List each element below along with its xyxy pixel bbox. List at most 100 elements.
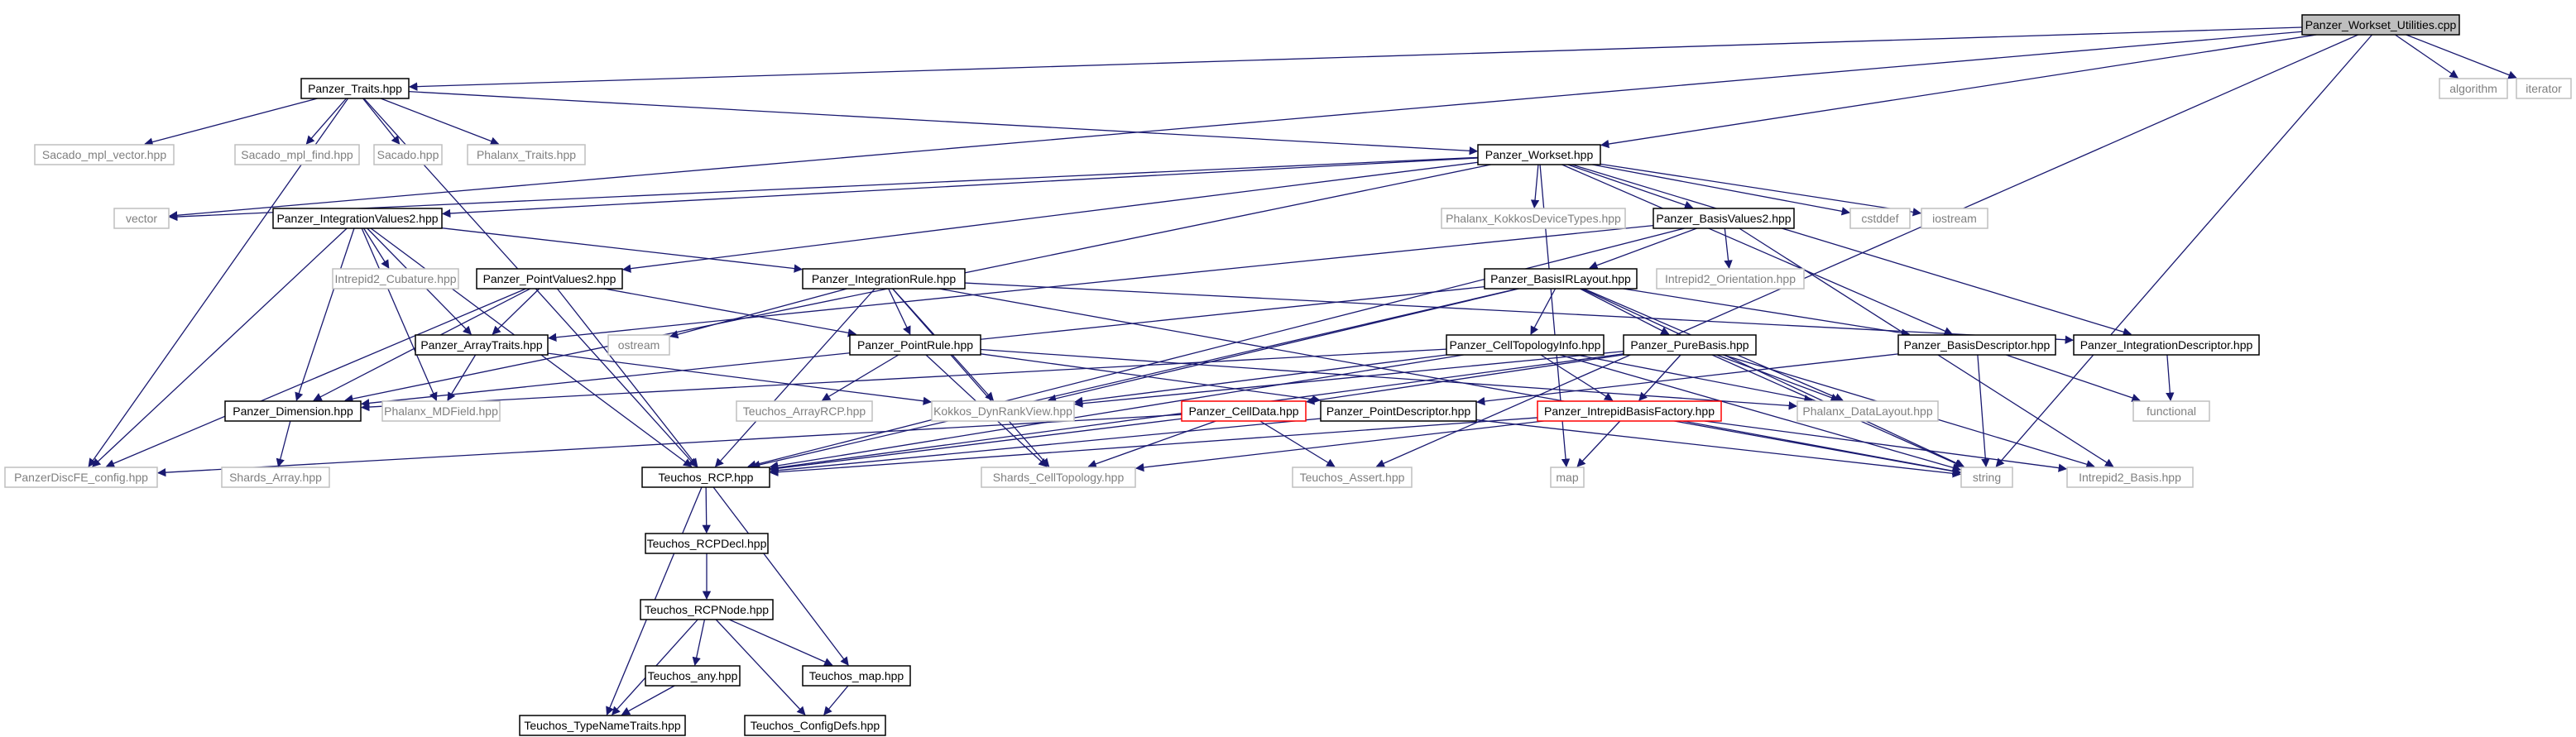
- edge-workset-to-vector: [168, 156, 1479, 222]
- node-label: Panzer_CellTopologyInfo.hpp: [1450, 338, 1601, 352]
- node-teuchos-rcpnode-hpp[interactable]: Teuchos_RCPNode.hpp: [640, 599, 774, 620]
- node-intrepid2-basis-hpp[interactable]: Intrepid2_Basis.hpp: [2066, 467, 2194, 488]
- node-intrepid2-cubature-hpp[interactable]: Intrepid2_Cubature.hpp: [332, 268, 459, 290]
- node-label: Teuchos_RCPDecl.hpp: [647, 537, 767, 550]
- edge-basis-values2-to-intrepid-orientation: [1724, 227, 1733, 270]
- node-panzer-basisdescriptor-hpp[interactable]: Panzer_BasisDescriptor.hpp: [1897, 334, 2056, 356]
- node-intrepid2-orientation-hpp[interactable]: Intrepid2_Orientation.hpp: [1656, 268, 1805, 290]
- node-teuchos-map-hpp[interactable]: Teuchos_map.hpp: [802, 665, 911, 687]
- node-teuchos-typenametraits-hpp[interactable]: Teuchos_TypeNameTraits.hpp: [519, 715, 686, 736]
- edge-basis-values2-to-teuchos-rcp: [747, 227, 1686, 469]
- node-panzer-workset-utilities-cpp[interactable]: Panzer_Workset_Utilities.cpp: [2301, 14, 2460, 36]
- edge-cell-topology-info-to-string: [1559, 354, 1961, 472]
- node-box: [641, 467, 770, 488]
- node-box: [1446, 334, 1605, 356]
- edge-teuchos-map-to-teuchos-configdefs: [823, 685, 849, 715]
- node-phalanx-mdfield-hpp[interactable]: Phalanx_MDField.hpp: [381, 400, 501, 422]
- node-box: [4, 467, 158, 488]
- node-panzer-celldata-hpp[interactable]: Panzer_CellData.hpp: [1181, 400, 1307, 422]
- node-panzer-workset-hpp[interactable]: Panzer_Workset.hpp: [1477, 144, 1601, 165]
- edge-workset-to-integration-descriptor: [1571, 164, 2132, 337]
- node-panzer-celltopologyinfo-hpp[interactable]: Panzer_CellTopologyInfo.hpp: [1446, 334, 1605, 356]
- node-label: cstddef: [1861, 212, 1898, 225]
- node-panzer-dimension-hpp[interactable]: Panzer_Dimension.hpp: [224, 400, 362, 422]
- edge-workset-to-integration-values2: [441, 157, 1479, 218]
- node-box: [519, 715, 686, 736]
- node-teuchos-rcp-hpp[interactable]: Teuchos_RCP.hpp: [641, 467, 770, 488]
- node-box: [931, 400, 1075, 422]
- node-algorithm[interactable]: algorithm: [2439, 78, 2508, 99]
- node-box: [744, 715, 886, 736]
- node-box: [467, 144, 586, 165]
- node-iterator[interactable]: iterator: [2516, 78, 2572, 99]
- node-panzer-integrationvalues2-hpp[interactable]: Panzer_IntegrationValues2.hpp: [272, 208, 443, 229]
- node-sacado-hpp[interactable]: Sacado.hpp: [373, 144, 443, 165]
- edge-point-descriptor-to-teuchos-rcp: [769, 418, 1322, 475]
- node-box: [1960, 467, 2013, 488]
- node-phalanx-kokkosdevicetypes-hpp[interactable]: Phalanx_KokkosDeviceTypes.hpp: [1441, 208, 1626, 229]
- edge-intrepid-basis-factory-to-string: [1682, 420, 1962, 476]
- node-phalanx-traits-hpp[interactable]: Phalanx_Traits.hpp: [467, 144, 586, 165]
- node-label: Panzer_BasisIRLayout.hpp: [1490, 272, 1631, 285]
- node-sacado-mpl-find-hpp[interactable]: Sacado_mpl_find.hpp: [234, 144, 360, 165]
- node-label: Shards_CellTopology.hpp: [993, 471, 1125, 484]
- node-shards-array-hpp[interactable]: Shards_Array.hpp: [221, 467, 330, 488]
- edge-pure-basis-to-cell-data: [1305, 354, 1624, 405]
- node-label: Panzer_PointRule.hpp: [857, 338, 973, 352]
- edge-cell-data-to-panzer-discfe-config: [156, 414, 1182, 477]
- edge-basis-descriptor-to-functional: [2006, 354, 2141, 402]
- edge-workset-utilities-to-algorithm: [2395, 34, 2458, 79]
- node-panzer-basisvalues2-hpp[interactable]: Panzer_BasisValues2.hpp: [1653, 208, 1795, 229]
- node-sacado-mpl-vector-hpp[interactable]: Sacado_mpl_vector.hpp: [34, 144, 175, 165]
- edge-workset-utilities-to-workset: [1600, 34, 2317, 149]
- node-label: Panzer_BasisDescriptor.hpp: [1904, 338, 2051, 352]
- node-panzer-pointdescriptor-hpp[interactable]: Panzer_PointDescriptor.hpp: [1320, 400, 1477, 422]
- node-string[interactable]: string: [1960, 467, 2013, 488]
- node-teuchos-arrayrcp-hpp[interactable]: Teuchos_ArrayRCP.hpp: [736, 400, 873, 422]
- node-panzer-basisirlayout-hpp[interactable]: Panzer_BasisIRLayout.hpp: [1484, 268, 1638, 290]
- node-box: [1484, 268, 1638, 290]
- node-box: [332, 268, 459, 290]
- edge-workset-utilities-to-iterator: [2406, 34, 2517, 79]
- node-label: Panzer_PointValues2.hpp: [483, 272, 616, 285]
- node-cstddef[interactable]: cstddef: [1849, 208, 1911, 229]
- node-teuchos-assert-hpp[interactable]: Teuchos_Assert.hpp: [1292, 467, 1413, 488]
- node-teuchos-rcpdecl-hpp[interactable]: Teuchos_RCPDecl.hpp: [645, 533, 769, 554]
- node-iostream[interactable]: iostream: [1921, 208, 1988, 229]
- node-teuchos-any-hpp[interactable]: Teuchos_any.hpp: [645, 665, 741, 687]
- node-panzerdiscfe-config-hpp[interactable]: PanzerDiscFE_config.hpp: [4, 467, 158, 488]
- node-label: Panzer_ArrayTraits.hpp: [420, 338, 543, 352]
- edge-cell-topology-info-to-kokkos-dynrankview: [1073, 354, 1447, 405]
- edge-integration-rule-to-teuchos-rcp: [714, 288, 875, 467]
- node-box: [2439, 78, 2508, 99]
- node-box: [113, 208, 170, 229]
- edge-basis-descriptor-to-string: [1977, 354, 1990, 468]
- node-functional[interactable]: functional: [2132, 400, 2210, 422]
- node-teuchos-configdefs-hpp[interactable]: Teuchos_ConfigDefs.hpp: [744, 715, 886, 736]
- node-label: Sacado_mpl_find.hpp: [241, 148, 353, 161]
- node-label: Sacado.hpp: [377, 148, 439, 161]
- edge-cell-topology-info-to-teuchos-rcp: [769, 354, 1464, 471]
- node-panzer-arraytraits-hpp[interactable]: Panzer_ArrayTraits.hpp: [415, 334, 549, 356]
- edge-workset-to-basis-values2: [1567, 164, 1694, 209]
- node-panzer-pointrule-hpp[interactable]: Panzer_PointRule.hpp: [849, 334, 981, 356]
- node-panzer-integrationrule-hpp[interactable]: Panzer_IntegrationRule.hpp: [802, 268, 966, 290]
- node-phalanx-datalayout-hpp[interactable]: Phalanx_DataLayout.hpp: [1796, 400, 1939, 422]
- node-label: Teuchos_any.hpp: [648, 669, 738, 682]
- node-ostream[interactable]: ostream: [607, 334, 670, 356]
- edge-integration-rule-to-shards-celltopology: [892, 288, 1050, 467]
- node-map[interactable]: map: [1550, 467, 1585, 488]
- edge-intrepid-basis-factory-to-teuchos-rcp: [769, 417, 1538, 476]
- node-vector[interactable]: vector: [113, 208, 170, 229]
- node-label: Panzer_IntegrationDescriptor.hpp: [2080, 338, 2253, 352]
- node-panzer-integrationdescriptor-hpp[interactable]: Panzer_IntegrationDescriptor.hpp: [2073, 334, 2260, 356]
- edge-integration-values2-to-panzer-discfe-config: [92, 227, 348, 467]
- node-panzer-pointvalues2-hpp[interactable]: Panzer_PointValues2.hpp: [476, 268, 623, 290]
- edge-integration-rule-to-integration-descriptor: [964, 282, 2075, 344]
- node-panzer-traits-hpp[interactable]: Panzer_Traits.hpp: [300, 78, 410, 99]
- node-box: [1656, 268, 1805, 290]
- node-shards-celltopology-hpp[interactable]: Shards_CellTopology.hpp: [981, 467, 1136, 488]
- node-panzer-purebasis-hpp[interactable]: Panzer_PureBasis.hpp: [1623, 334, 1757, 356]
- node-panzer-intrepidbasisfactory-hpp[interactable]: Panzer_IntrepidBasisFactory.hpp: [1537, 400, 1722, 422]
- node-kokkos-dynrankview-hpp[interactable]: Kokkos_DynRankView.hpp: [931, 400, 1075, 422]
